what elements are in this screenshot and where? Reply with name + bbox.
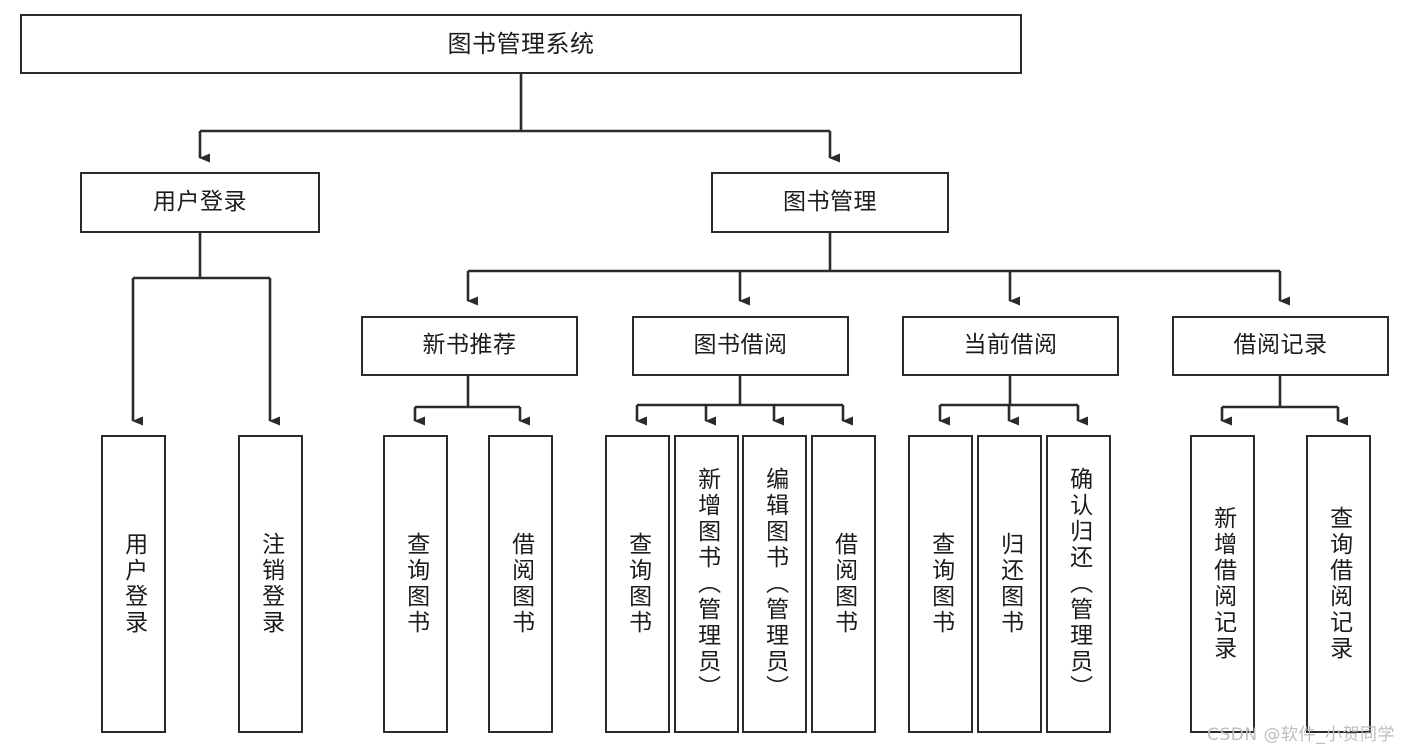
node-borrow-record[interactable]: 借阅记录 [1172, 316, 1389, 376]
node-label: 归还图书 [996, 532, 1023, 636]
node-label: 新书推荐 [422, 332, 517, 359]
csdn-watermark: CSDN @软件_小贺同学 [1207, 725, 1395, 745]
node-label: 借阅图书 [507, 532, 534, 636]
node-label: 确认归还（管理员） [1065, 467, 1092, 701]
leaf-borrow-book-borrow[interactable]: 借阅图书 [811, 435, 876, 733]
node-label: 查询图书 [927, 532, 954, 636]
node-root-book-management-system[interactable]: 图书管理系统 [20, 14, 1022, 74]
leaf-query-borrow-record[interactable]: 查询借阅记录 [1306, 435, 1371, 733]
leaf-add-book-admin[interactable]: 新增图书（管理员） [674, 435, 739, 733]
node-label: 图书管理 [783, 188, 877, 215]
leaf-query-book-borrow[interactable]: 查询图书 [605, 435, 670, 733]
leaf-query-book-current[interactable]: 查询图书 [908, 435, 973, 733]
node-label: 图书管理系统 [447, 29, 595, 58]
leaf-query-book-recommend[interactable]: 查询图书 [383, 435, 448, 733]
node-user-login[interactable]: 用户登录 [80, 172, 320, 233]
leaf-return-book[interactable]: 归还图书 [977, 435, 1042, 733]
leaf-add-borrow-record[interactable]: 新增借阅记录 [1190, 435, 1255, 733]
node-label: 用户登录 [153, 188, 247, 215]
leaf-user-logout[interactable]: 注销登录 [238, 435, 303, 733]
node-label: 新增借阅记录 [1209, 506, 1236, 662]
node-label: 图书借阅 [693, 332, 788, 359]
node-book-borrow[interactable]: 图书借阅 [632, 316, 849, 376]
node-label: 查询图书 [624, 532, 651, 636]
leaf-user-login[interactable]: 用户登录 [101, 435, 166, 733]
leaf-borrow-book-recommend[interactable]: 借阅图书 [488, 435, 553, 733]
node-label: 注销登录 [257, 532, 284, 636]
node-label: 新增图书（管理员） [693, 467, 720, 701]
leaf-confirm-return-admin[interactable]: 确认归还（管理员） [1046, 435, 1111, 733]
node-label: 借阅图书 [830, 532, 857, 636]
node-current-borrow[interactable]: 当前借阅 [902, 316, 1119, 376]
node-new-book-recommend[interactable]: 新书推荐 [361, 316, 578, 376]
leaf-edit-book-admin[interactable]: 编辑图书（管理员） [742, 435, 807, 733]
node-label: 查询图书 [402, 532, 429, 636]
node-label: 当前借阅 [963, 332, 1058, 359]
node-label: 编辑图书（管理员） [761, 467, 788, 701]
node-label: 借阅记录 [1233, 332, 1328, 359]
node-label: 查询借阅记录 [1325, 506, 1352, 662]
node-book-management[interactable]: 图书管理 [711, 172, 949, 233]
node-label: 用户登录 [120, 532, 147, 636]
